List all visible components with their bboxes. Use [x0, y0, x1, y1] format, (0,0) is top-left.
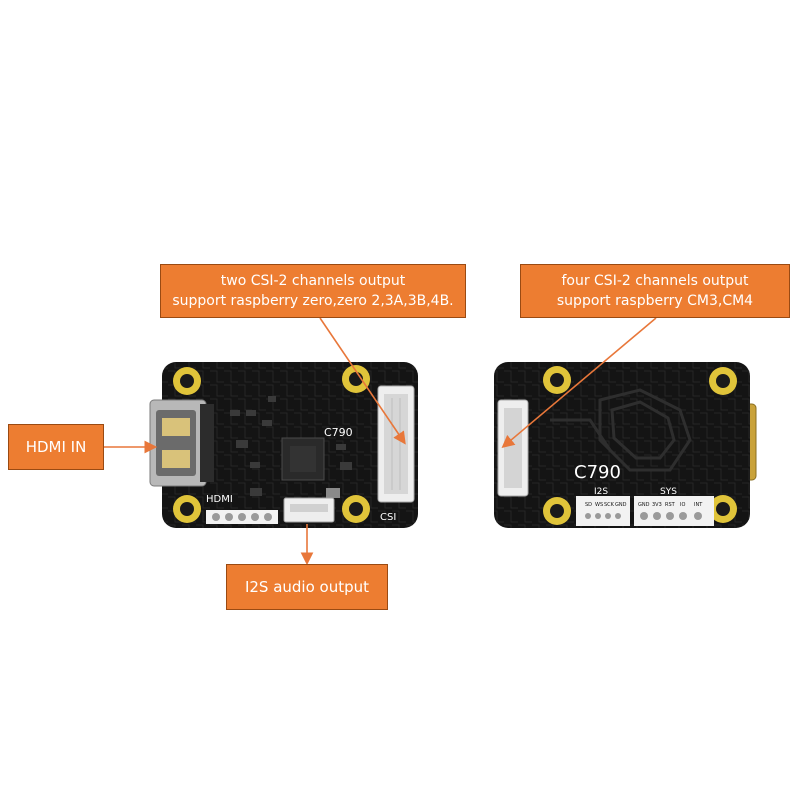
mount-hole — [709, 495, 737, 523]
mount-hole — [173, 367, 201, 395]
sys-pin-label: 3V3 — [652, 502, 662, 508]
i2s-pin-label: SD — [585, 502, 592, 508]
front-chip-label: C790 — [324, 426, 353, 439]
trace-pattern — [550, 388, 692, 472]
arrow-four-csi — [501, 317, 657, 449]
i2s-pads — [585, 513, 621, 519]
callout-line: I2S audio output — [244, 578, 370, 596]
i2s-output-callout: I2S audio output — [226, 564, 388, 610]
callout-line: four CSI-2 channels output — [561, 273, 749, 289]
mount-hole — [342, 365, 370, 393]
mount-hole — [342, 495, 370, 523]
c790-chip — [281, 437, 325, 481]
callout-line: two CSI-2 channels output — [220, 273, 406, 289]
mount-hole — [709, 367, 737, 395]
sys-pin-labels: GND 3V3 RST IO INT — [638, 502, 703, 508]
csi-connector — [377, 385, 415, 503]
hdmi-in-callout: HDMI IN — [8, 424, 104, 470]
csi-22pin-connector — [497, 399, 529, 497]
i2s-pin-labels: SD WS SCK GND — [585, 502, 627, 508]
callout-line: support raspberry zero,zero 2,3A,3B,4B. — [172, 293, 454, 309]
sys-pin-label: RST — [665, 502, 676, 508]
csi-silk-label: CSI — [380, 512, 396, 523]
board-front: C790 HDMI CSI — [149, 362, 418, 528]
smd-components — [230, 396, 352, 498]
sys-pin-label: GND — [638, 502, 650, 508]
i2s-pin-label: GND — [615, 502, 627, 508]
sys-pin-label: INT — [694, 502, 703, 508]
i2s-silk-box — [576, 496, 630, 526]
callout-line: HDMI IN — [25, 438, 87, 456]
sys-pin-label: IO — [680, 502, 685, 508]
mount-hole — [173, 495, 201, 523]
sys-silk-label: SYS — [660, 487, 677, 497]
board-back: C790 I2S SYS SD WS SCK GND GND 3V3 RST I… — [494, 362, 757, 528]
hdmi-connector — [149, 399, 214, 487]
i2s-pin-label: WS — [595, 502, 603, 508]
pin-pads — [206, 510, 278, 524]
csi-two-callout: two CSI-2 channels output support raspbe… — [160, 264, 466, 318]
arrow-two-csi — [319, 317, 406, 445]
i2s-pin-label: SCK — [604, 502, 615, 508]
csi-four-callout: four CSI-2 channels output support raspb… — [520, 264, 790, 318]
i2s-silk-label: I2S — [594, 487, 608, 497]
hdmi-silk-label: HDMI — [206, 494, 233, 505]
callout-line: support raspberry CM3,CM4 — [556, 293, 754, 309]
sys-pads — [640, 512, 702, 520]
mount-hole — [543, 497, 571, 525]
back-chip-label: C790 — [574, 462, 621, 483]
i2s-header — [283, 497, 335, 523]
mount-hole — [543, 366, 571, 394]
sys-silk-box — [634, 496, 714, 526]
